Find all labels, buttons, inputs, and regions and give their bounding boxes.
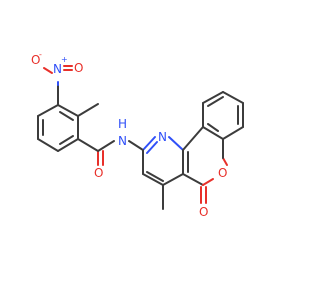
- pyridine-ring: N: [142, 130, 189, 186]
- molecule-canvas: N + O - O O N H N O: [31, 50, 244, 219]
- ring-o-atom: O: [218, 166, 227, 180]
- pyridine-n-atom: N: [158, 130, 167, 144]
- nitro-o-minus-atom: O: [31, 53, 40, 67]
- amide-n-atom: N: [118, 134, 127, 148]
- amide-h-atom: H: [118, 117, 127, 131]
- structure-drawing: N + O - O O N H N O: [31, 50, 244, 219]
- nitro-n-atom: N: [53, 62, 62, 76]
- amide-group: O N H: [77, 117, 144, 180]
- nitro-group: N + O - O: [31, 50, 83, 106]
- benzene-ring-right: [202, 91, 244, 140]
- nitro-minus-charge: -: [39, 50, 42, 59]
- benzene-ring-left: [37, 104, 79, 152]
- lactone-o-atom: O: [199, 205, 208, 219]
- nitro-plus-charge: +: [61, 55, 68, 64]
- methyl-bond-1: [77, 103, 99, 117]
- nitro-o-atom: O: [74, 61, 83, 75]
- amide-o-atom: O: [94, 166, 103, 180]
- lactone-ring: O O: [182, 126, 228, 219]
